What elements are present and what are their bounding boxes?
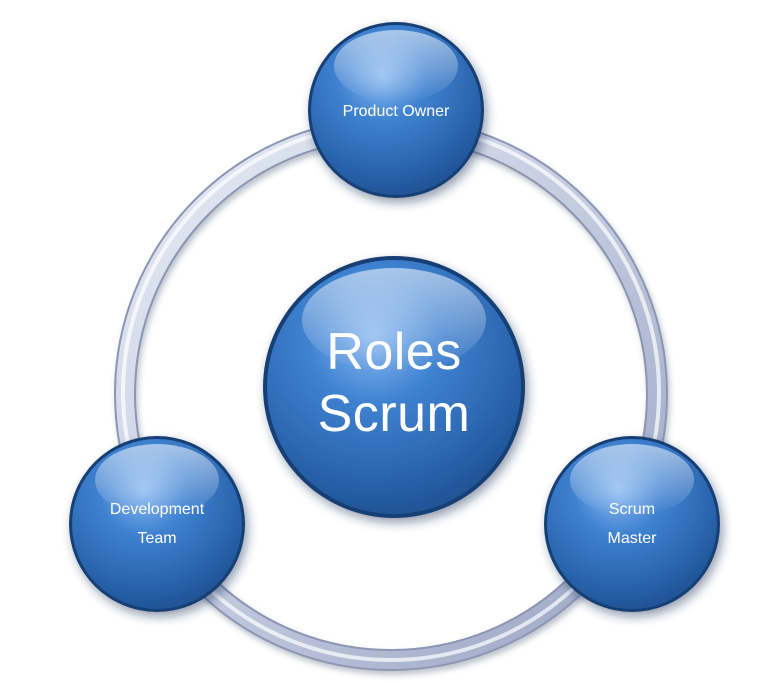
- development-team-node: [69, 436, 245, 612]
- product-owner-node: [308, 22, 484, 198]
- scrum-master-node: [544, 436, 720, 612]
- center-node: [263, 256, 525, 518]
